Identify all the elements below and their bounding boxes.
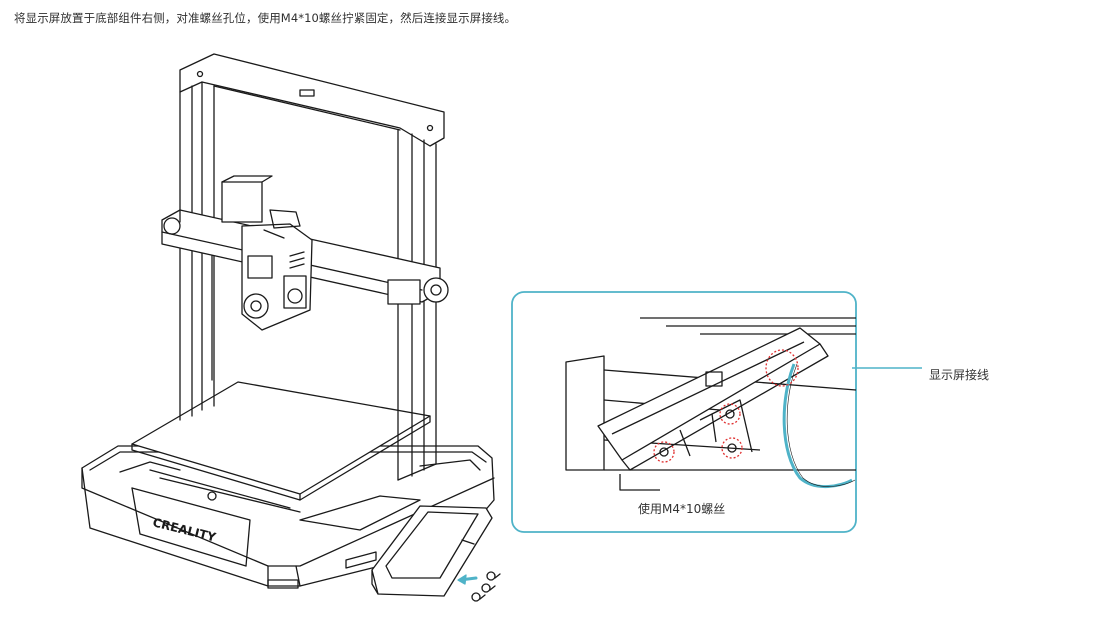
arrow-icon (457, 574, 478, 585)
screws-label: 使用M4*10螺丝 (638, 502, 726, 516)
instruction-text: 将显示屏放置于底部组件右侧，对准螺丝孔位，使用M4*10螺丝拧紧固定，然后连接显… (14, 11, 517, 25)
print-bed (131, 381, 431, 513)
cable-label: 显示屏接线 (929, 368, 990, 382)
detail-inset (511, 291, 922, 533)
screws-icon (471, 571, 501, 602)
display-unit (371, 505, 493, 597)
print-head (221, 175, 313, 331)
